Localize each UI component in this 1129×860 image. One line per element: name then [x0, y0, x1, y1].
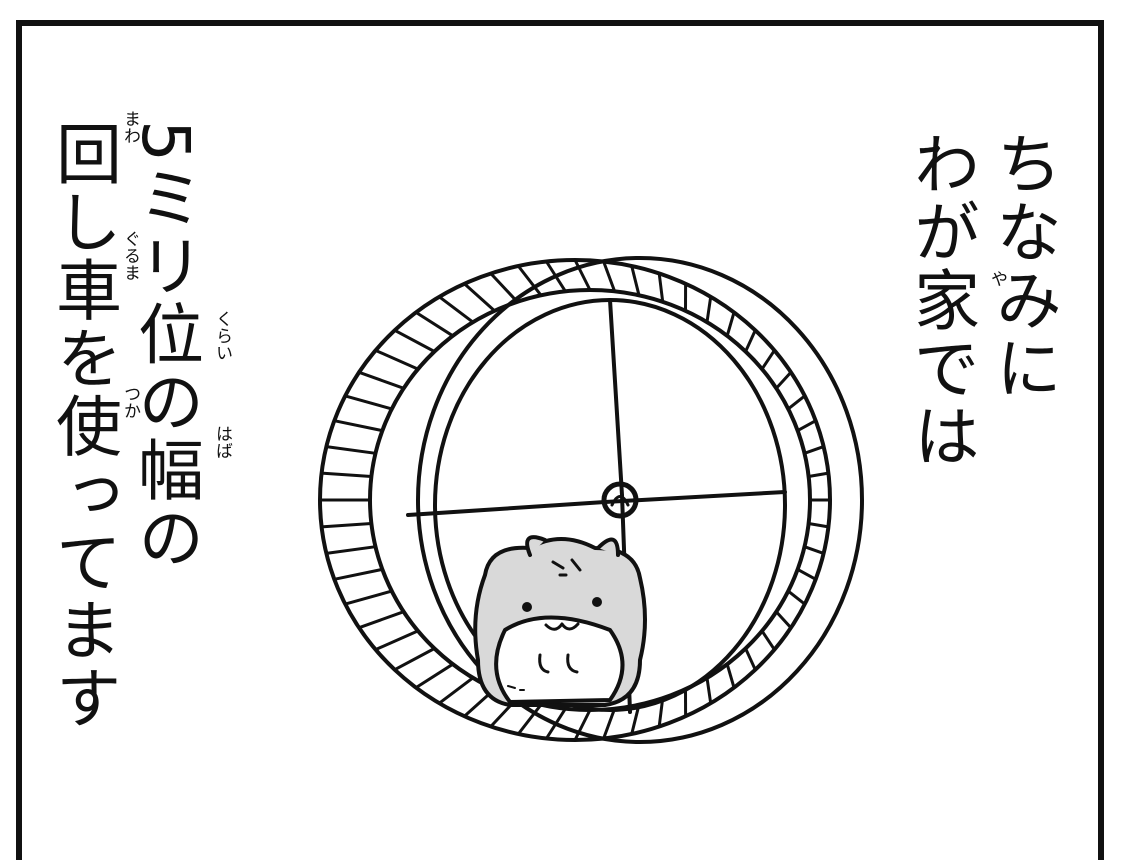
wheel-rung — [776, 612, 791, 628]
hamster-eye-left — [522, 602, 532, 612]
wheel-rung — [604, 709, 615, 739]
wheel-rung — [546, 709, 565, 739]
wheel-rung — [746, 649, 756, 670]
wheel-rung — [805, 547, 824, 554]
wheel-rung — [326, 547, 375, 554]
wheel-rung — [334, 421, 382, 431]
wheel-rung — [416, 664, 453, 687]
wheel-rung — [395, 649, 435, 670]
wheel-rung — [809, 524, 829, 527]
wheel-rung — [395, 330, 435, 351]
wheel-rung — [788, 396, 805, 409]
wheel-rung — [727, 664, 734, 687]
wheel-rung — [439, 678, 473, 703]
wheel-rung — [776, 372, 791, 388]
hamster-eye-right — [592, 597, 602, 607]
wheel-rung — [632, 266, 639, 295]
wheel-rung — [359, 372, 404, 388]
wheel-spoke-horizontal — [408, 492, 785, 515]
wheel-rung — [439, 297, 473, 322]
wheel-rung — [604, 262, 615, 292]
wheel-rung — [788, 591, 805, 604]
wheel-rung — [762, 631, 774, 650]
wheel-rung — [416, 312, 453, 335]
wheel-rung — [746, 330, 756, 351]
wheel-rung — [345, 591, 392, 604]
wheel-rung — [322, 473, 372, 476]
wheel-rung — [326, 447, 375, 454]
wheel-rung — [809, 473, 829, 476]
wheel-rung — [491, 274, 518, 302]
wheel-rung — [359, 612, 404, 628]
wheel-rung — [659, 274, 663, 302]
wheel-rung — [727, 312, 734, 335]
wheel-rung — [345, 396, 392, 409]
wheel-rung — [376, 631, 418, 650]
wheel-rung — [464, 284, 494, 311]
hamster — [475, 537, 645, 705]
manga-panel: ちなみに わが家では や 5ミリ位の幅の 回し車を使ってます まわ ぐるま つか… — [0, 0, 1129, 841]
wheel-rung — [376, 350, 418, 369]
wheel-rung — [334, 569, 382, 579]
hamster-belly — [496, 618, 622, 703]
wheel-rung — [798, 569, 816, 579]
wheel-rung — [805, 447, 824, 454]
wheel-rung — [707, 297, 711, 322]
wheel-rung — [798, 421, 816, 431]
hamster-wheel-illustration — [0, 0, 1129, 841]
wheel-rung — [762, 350, 774, 369]
wheel-rung — [707, 678, 711, 703]
wheel-rung — [322, 524, 372, 527]
wheel-rung — [546, 262, 565, 292]
